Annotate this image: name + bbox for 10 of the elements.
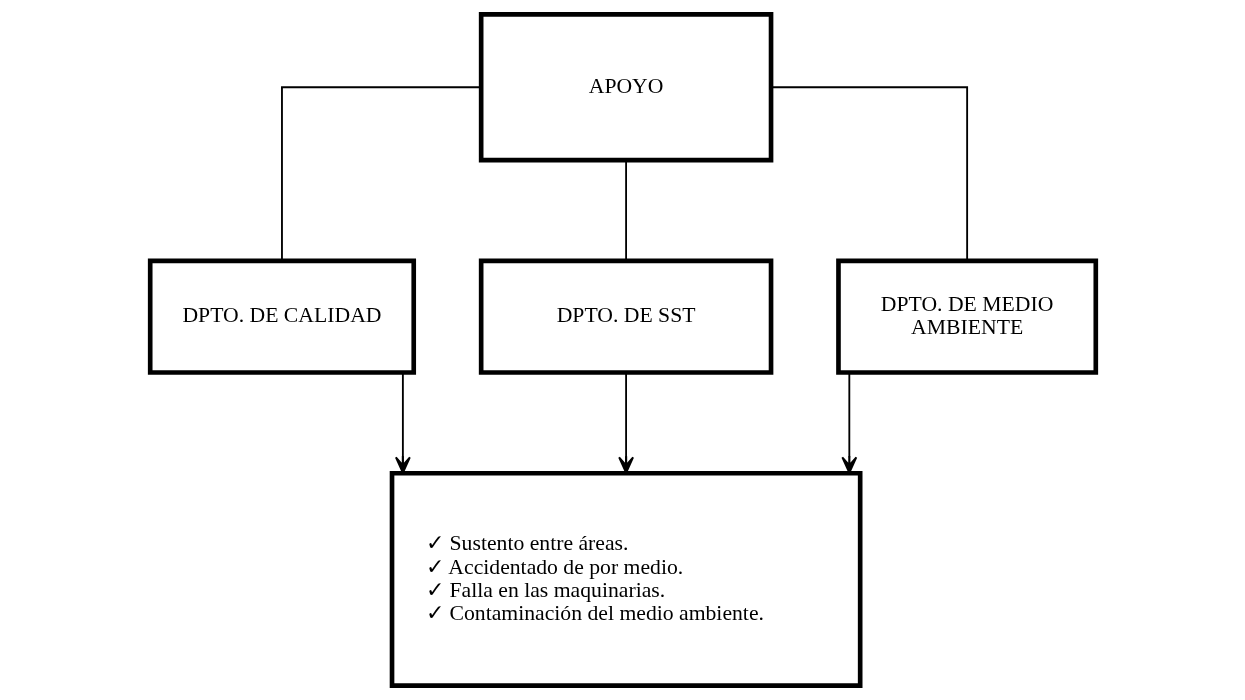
connector <box>280 86 482 262</box>
arrow <box>394 372 411 474</box>
arrow <box>840 372 857 474</box>
node-box: APOYO <box>478 12 773 163</box>
node-box: DPTO. DE CALIDAD <box>147 258 416 375</box>
node-box: DPTO. DE SST <box>478 258 773 375</box>
node-box: ✓ Sustento entre áreas. ✓ Accidentado de por medio. ✓ Falla en las maquinarias. ✓ Contaminación del medio ambiente. <box>389 470 862 688</box>
connector <box>624 159 627 262</box>
node-box: DPTO. DE MEDIO AMBIENTE <box>835 258 1098 375</box>
arrow <box>617 372 634 474</box>
